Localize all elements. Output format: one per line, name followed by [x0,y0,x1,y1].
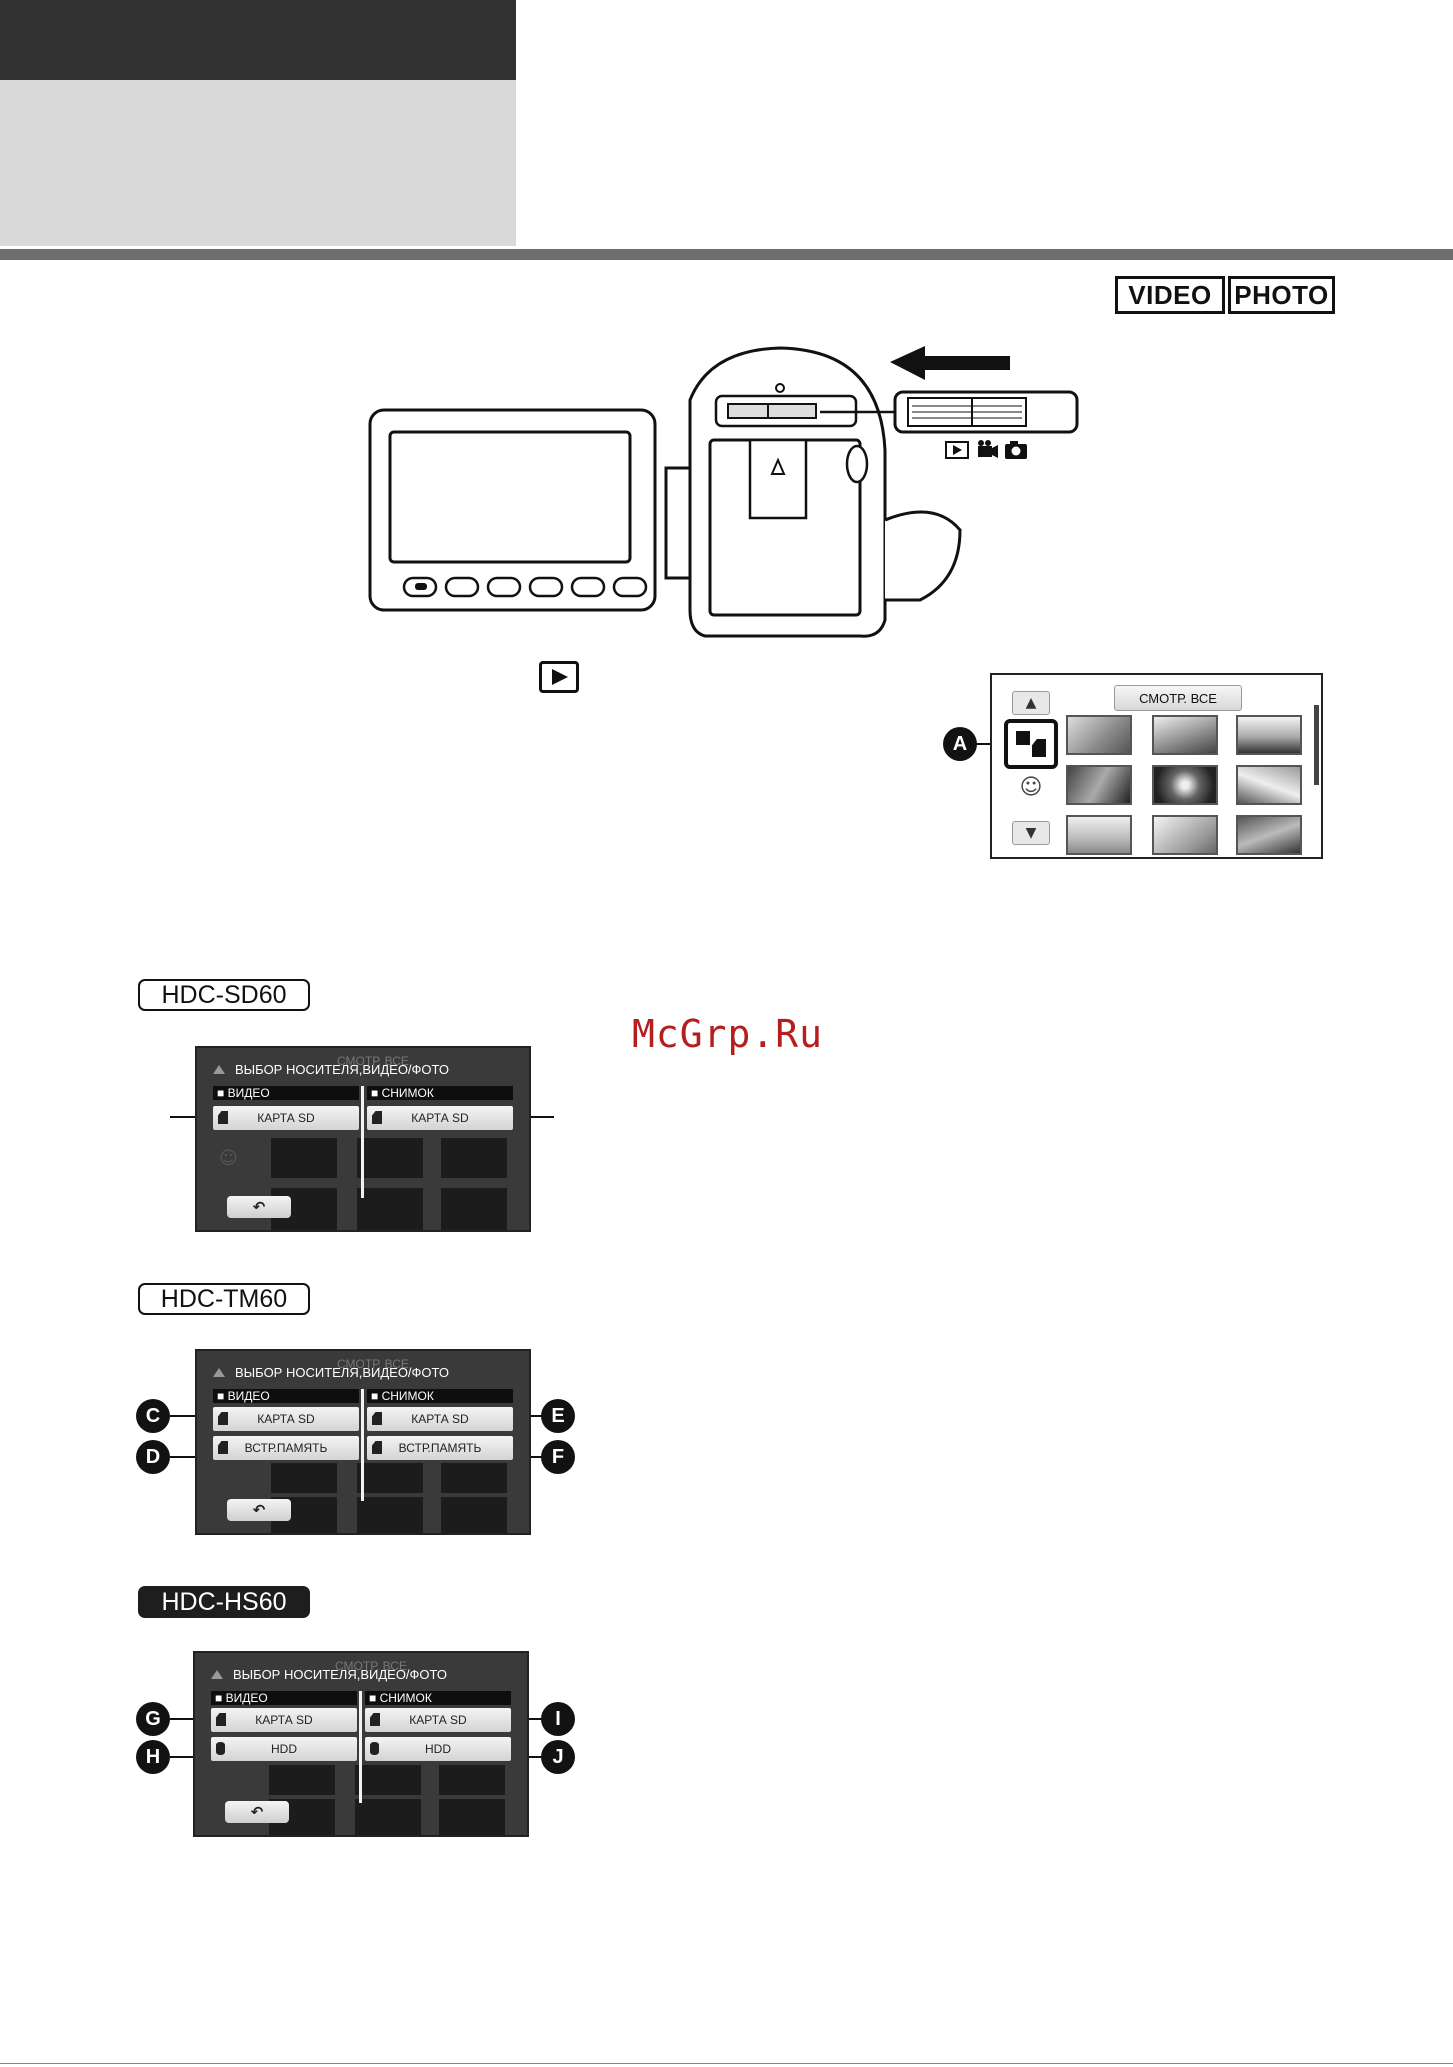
back-button[interactable]: ↶ [227,1499,291,1521]
photo-header: ■ СНИМОК [367,1389,513,1403]
callout-i: I [541,1702,575,1736]
video-icon [1016,731,1030,745]
callout-g: G [136,1702,170,1736]
face-playback-icon[interactable]: ☺ [1019,775,1043,800]
camcorder-illustration [368,346,1079,638]
thumbnail[interactable] [1066,815,1132,855]
video-option-sd-card[interactable]: КАРТА SD [213,1106,359,1130]
sd-card-icon [372,1111,382,1124]
photo-header: ■ СНИМОК [367,1086,513,1100]
watermark: McGrp.Ru [632,1012,824,1056]
photo-header: ■ СНИМОК [365,1691,511,1705]
video-mode-badge: VIDEO [1115,276,1225,314]
sd-card-icon [1032,739,1046,757]
thumbnail[interactable] [1236,765,1302,805]
video-icon [978,440,998,458]
callout-a: A [943,727,977,761]
sd-card-icon [372,1412,382,1425]
column-divider [359,1691,362,1803]
thumbnail-screen: СМОТР. ВСЕ ▲ ☺ ▼ [990,673,1323,859]
thumbnail[interactable] [1066,715,1132,755]
play-mode-icon [539,661,579,693]
thumbnail[interactable] [1066,765,1132,805]
view-all-button[interactable]: СМОТР. ВСЕ [1114,685,1242,711]
callout-h: H [136,1740,170,1774]
header-light-band [0,80,516,246]
hdd-icon [370,1742,379,1755]
back-button[interactable]: ↶ [227,1196,291,1218]
video-option-hdd[interactable]: HDD [211,1737,357,1761]
model-label-sd60: HDC-SD60 [138,979,310,1011]
media-select-screen-tm60: СМОТР. ВСЕ ВЫБОР НОСИТЕЛЯ,ВИДЕО/ФОТО ■ В… [195,1349,531,1535]
media-select-screen-sd60: СМОТР. ВСЕ ВЫБОР НОСИТЕЛЯ,ВИДЕО/ФОТО ■ В… [195,1046,531,1232]
callout-f: F [541,1440,575,1474]
hdd-icon [216,1742,225,1755]
face-playback-icon: ☺ [219,1148,238,1169]
thumbnail[interactable] [1236,815,1302,855]
photo-mode-badge: PHOTO [1228,276,1335,314]
sd-card-icon [370,1713,380,1726]
thumbnail[interactable] [1152,765,1218,805]
builtin-memory-icon [372,1441,382,1454]
media-select-button[interactable] [1004,719,1058,769]
ghost-view-all: СМОТР. ВСЕ [337,1357,409,1371]
ghost-view-all: СМОТР. ВСЕ [337,1054,409,1068]
arrow-left-icon [890,346,1010,380]
video-option-sd-card[interactable]: КАРТА SD [213,1407,359,1431]
model-label-tm60: HDC-TM60 [138,1283,310,1315]
scrollbar[interactable] [1314,705,1319,785]
column-divider [361,1086,364,1198]
photo-option-builtin-memory[interactable]: ВСТР.ПАМЯТЬ [367,1436,513,1460]
scroll-down-button[interactable]: ▼ [1012,821,1050,845]
header-dark-band [0,0,516,80]
callout-j: J [541,1740,575,1774]
leader-sd60-photo [508,1116,554,1118]
thumbnail[interactable] [1236,715,1302,755]
thumbnail[interactable] [1152,815,1218,855]
ghost-view-all: СМОТР. ВСЕ [335,1659,407,1673]
back-icon: ↶ [250,1803,264,1821]
leader-c [170,1415,216,1417]
header-rule [0,249,1453,260]
photo-option-sd-card[interactable]: КАРТА SD [367,1407,513,1431]
camera-icon [1005,441,1027,459]
thumbnail[interactable] [1152,715,1218,755]
back-icon: ↶ [252,1198,266,1216]
video-option-builtin-memory[interactable]: ВСТР.ПАМЯТЬ [213,1436,359,1460]
video-option-sd-card[interactable]: КАРТА SD [211,1708,357,1732]
screen-title: ВЫБОР НОСИТЕЛЯ,ВИДЕО/ФОТО [211,1667,447,1682]
model-label-hs60: HDC-HS60 [138,1586,310,1618]
video-header: ■ ВИДЕО [213,1086,359,1100]
sd-card-icon [218,1412,228,1425]
screen-title: ВЫБОР НОСИТЕЛЯ,ВИДЕО/ФОТО [213,1365,449,1380]
photo-option-sd-card[interactable]: КАРТА SD [367,1106,513,1130]
video-header: ■ ВИДЕО [211,1691,357,1705]
footer-rule [0,2063,1453,2064]
back-icon: ↶ [252,1501,266,1519]
leader-sd60-video [170,1116,216,1118]
screen-title: ВЫБОР НОСИТЕЛЯ,ВИДЕО/ФОТО [213,1062,449,1077]
video-header: ■ ВИДЕО [213,1389,359,1403]
media-select-screen-hs60: СМОТР. ВСЕ ВЫБОР НОСИТЕЛЯ,ВИДЕО/ФОТО ■ В… [193,1651,529,1837]
callout-c: C [136,1399,170,1433]
builtin-memory-icon [218,1441,228,1454]
photo-option-hdd[interactable]: HDD [365,1737,511,1761]
column-divider [361,1389,364,1501]
leader-d [170,1456,216,1458]
sd-card-icon [218,1111,228,1124]
callout-d: D [136,1440,170,1474]
scroll-up-button[interactable]: ▲ [1012,691,1050,715]
back-button[interactable]: ↶ [225,1801,289,1823]
callout-e: E [541,1399,575,1433]
photo-option-sd-card[interactable]: КАРТА SD [365,1708,511,1732]
sd-card-icon [216,1713,226,1726]
